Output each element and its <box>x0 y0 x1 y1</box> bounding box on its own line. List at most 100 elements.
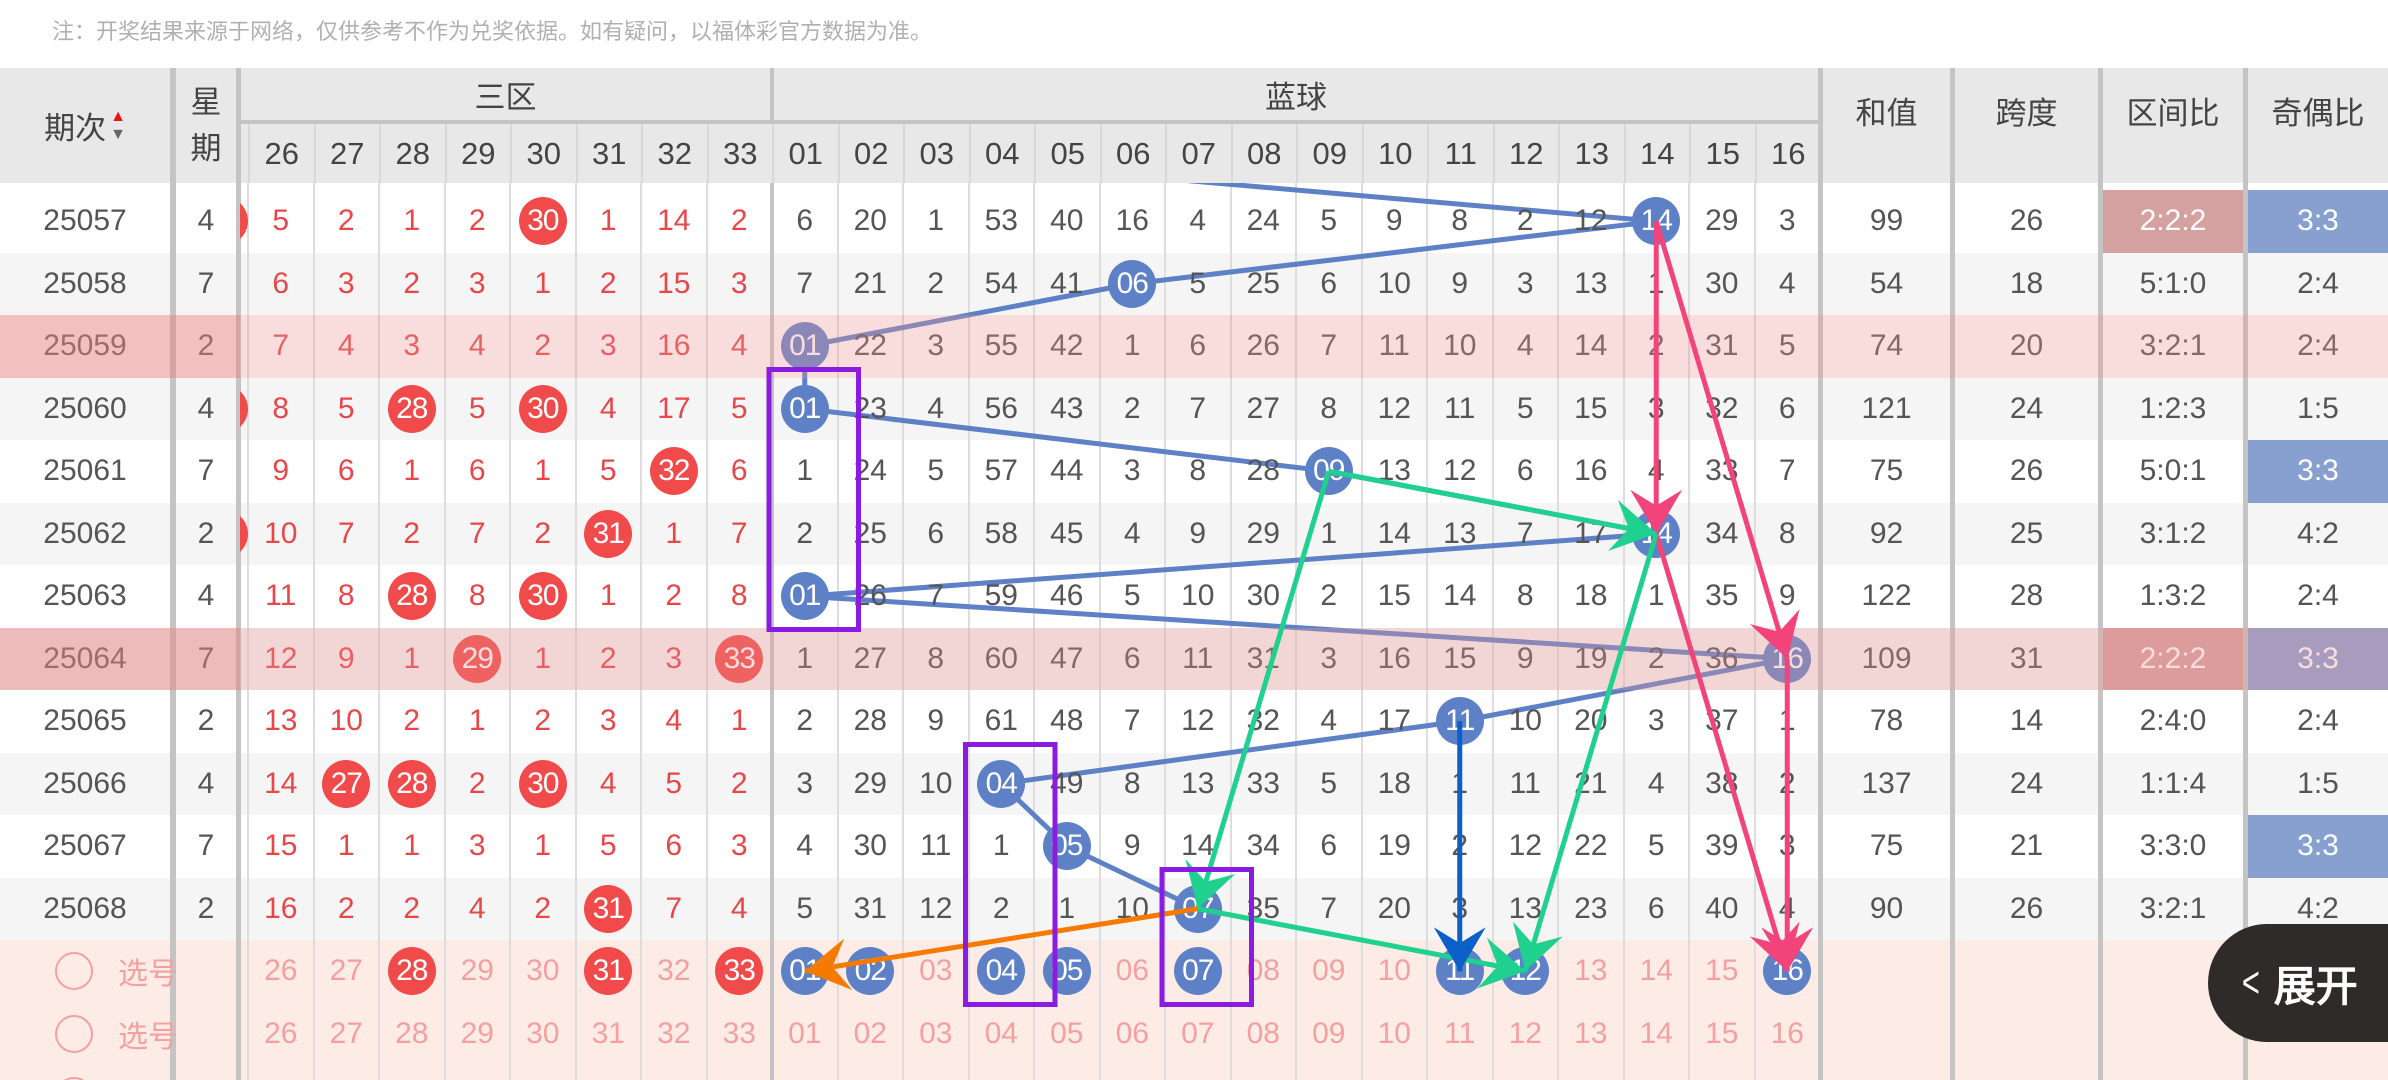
selected-red-ball[interactable]: 28 <box>387 947 436 996</box>
select-blue-number[interactable]: 08 <box>1231 940 1297 1003</box>
select-blue-number[interactable]: 12 <box>1493 940 1559 1003</box>
select-blue-number[interactable]: 05 <box>1034 940 1100 1003</box>
select-red-number[interactable]: 32 <box>641 1003 707 1066</box>
select-blue-number[interactable]: 16 <box>1755 940 1821 1003</box>
select-blue-number[interactable]: 04 <box>969 940 1035 1003</box>
select-red-number[interactable]: 29 <box>445 940 511 1003</box>
odd-even-header[interactable]: 奇偶比 <box>2248 68 2388 183</box>
select-blue-number[interactable]: 04 <box>969 1003 1035 1066</box>
select-red-number[interactable]: 27 <box>314 1003 380 1066</box>
expand-button[interactable]: < 展开 <box>2208 924 2388 1042</box>
select-red-number[interactable]: 30 <box>510 1003 576 1066</box>
selected-blue-ball[interactable]: 05 <box>1042 947 1091 996</box>
select-blue-number[interactable]: 11 <box>1427 1003 1493 1066</box>
select-blue-number[interactable]: 05 <box>1034 1003 1100 1066</box>
selected-blue-ball[interactable]: 12 <box>1501 947 1550 996</box>
select-blue-number[interactable]: 07 <box>1165 1003 1231 1066</box>
select-blue-number[interactable]: 14 <box>1624 940 1690 1003</box>
blue-cell: 5 <box>772 878 838 941</box>
red-cell: 1 <box>641 503 707 566</box>
blue-ball: 07 <box>1173 884 1222 933</box>
blue-miss-count: 26 <box>853 579 887 613</box>
blue-miss-count: 5 <box>1123 579 1141 613</box>
select-red-number[interactable]: 29 <box>445 1003 511 1066</box>
selected-blue-ball[interactable]: 11 <box>1435 947 1484 996</box>
select-blue-number[interactable]: 15 <box>1689 940 1755 1003</box>
select-red-number[interactable]: 31 <box>576 1003 642 1066</box>
select-blue-number[interactable]: 01 <box>772 1003 838 1066</box>
blue-cell: 17 <box>1362 690 1428 753</box>
blue-cell: 1 <box>1034 878 1100 941</box>
selected-red-ball[interactable]: 31 <box>584 947 633 996</box>
selected-blue-ball[interactable]: 16 <box>1763 947 1812 996</box>
select-blue-number[interactable]: 11 <box>1427 940 1493 1003</box>
select-blue-number[interactable]: 14 <box>1624 1003 1690 1066</box>
zone-ratio-cell: 1:1:4 <box>2139 766 2207 800</box>
select-label: 选号 <box>118 1020 178 1054</box>
weekday-header: 星期 <box>176 68 236 183</box>
select-blue-number[interactable]: 06 <box>1100 1003 1166 1066</box>
red-number: 29 <box>460 954 494 988</box>
selected-blue-ball[interactable]: 04 <box>977 947 1026 996</box>
selected-red-ball[interactable]: 33 <box>715 947 764 996</box>
select-blue-number[interactable]: 15 <box>1689 1003 1755 1066</box>
selected-blue-ball[interactable]: 02 <box>846 947 895 996</box>
select-blue-number[interactable]: 01 <box>772 940 838 1003</box>
blue-cell: 21 <box>838 253 904 316</box>
blue-cell: 10 <box>903 753 969 816</box>
sort-up-down-icon[interactable]: ▲▼ <box>110 108 126 144</box>
red-ball: 30 <box>518 197 567 246</box>
select-red-number[interactable]: 28 <box>379 940 445 1003</box>
span-cell: 21 <box>2009 829 2044 863</box>
sum-header[interactable]: 和值 <box>1823 68 1950 183</box>
select-red-number[interactable]: 33 <box>707 1003 773 1066</box>
span-header[interactable]: 跨度 <box>1955 68 2098 183</box>
select-blue-number[interactable]: 09 <box>1296 1003 1362 1066</box>
selected-blue-ball[interactable]: 07 <box>1173 947 1222 996</box>
select-red-number[interactable]: 26 <box>248 1003 314 1066</box>
blue-miss-count: 33 <box>1705 454 1739 488</box>
select-blue-number[interactable]: 12 <box>1493 1003 1559 1066</box>
select-blue-number[interactable]: 02 <box>838 1003 904 1066</box>
select-blue-number[interactable]: 03 <box>903 1003 969 1066</box>
select-blue-number[interactable]: 07 <box>1165 940 1231 1003</box>
blue-miss-count: 24 <box>853 454 887 488</box>
blue-number: 08 <box>1246 1016 1280 1050</box>
select-red-number[interactable]: 28 <box>379 1003 445 1066</box>
select-blue-number[interactable]: 10 <box>1362 1003 1428 1066</box>
select-radio-icon[interactable] <box>55 952 93 990</box>
select-red-number[interactable]: 26 <box>248 940 314 1003</box>
blue-cell: 2 <box>772 690 838 753</box>
red-miss-count: 1 <box>534 454 552 488</box>
red-cell: 28 <box>379 378 445 441</box>
zone-ratio-header[interactable]: 区间比 <box>2103 68 2243 183</box>
red-cell: 2 <box>314 190 380 253</box>
select-radio-icon[interactable] <box>55 1014 93 1053</box>
blue-cell: 2 <box>1755 753 1821 816</box>
select-red-number[interactable]: 30 <box>510 940 576 1003</box>
blue-miss-count: 6 <box>796 204 814 238</box>
select-red-number[interactable]: 27 <box>314 940 380 1003</box>
select-blue-number[interactable]: 08 <box>1231 1003 1297 1066</box>
select-blue-number[interactable]: 16 <box>1755 1003 1821 1066</box>
select-blue-number[interactable]: 13 <box>1558 940 1624 1003</box>
select-blue-number[interactable]: 02 <box>838 940 904 1003</box>
blue-miss-count: 2 <box>796 704 814 738</box>
red-miss-count: 2 <box>468 766 486 800</box>
select-red-number[interactable]: 31 <box>576 940 642 1003</box>
select-red-number[interactable]: 33 <box>707 940 773 1003</box>
select-blue-number[interactable]: 10 <box>1362 940 1428 1003</box>
selected-blue-ball[interactable]: 01 <box>780 947 829 996</box>
select-red-number[interactable]: 32 <box>641 940 707 1003</box>
select-blue-number[interactable]: 06 <box>1100 940 1166 1003</box>
select-blue-number[interactable]: 09 <box>1296 940 1362 1003</box>
period-header[interactable]: 期次▲▼ <box>0 68 170 183</box>
blue-miss-count: 4 <box>1647 766 1665 800</box>
select-blue-number[interactable]: 03 <box>903 940 969 1003</box>
select-blue-number[interactable]: 13 <box>1558 1003 1624 1066</box>
blue-number-header: 12 <box>1492 124 1558 183</box>
blue-ball: 06 <box>1108 259 1157 308</box>
blue-miss-count: 13 <box>1574 266 1608 300</box>
